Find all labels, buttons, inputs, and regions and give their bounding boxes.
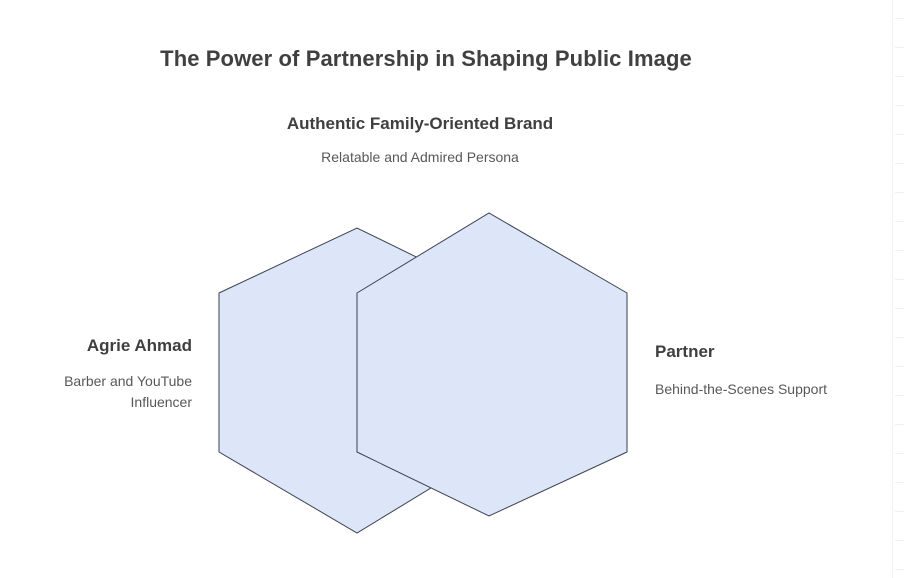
page-title: The Power of Partnership in Shaping Publ… [160, 46, 692, 71]
ruler-tick [895, 221, 904, 222]
ruler-tick [895, 192, 904, 193]
ruler-tick [895, 569, 904, 570]
ruler-tick [895, 134, 904, 135]
ruler-tick [895, 163, 904, 164]
venn-shape-right [356, 212, 628, 517]
ruler-tick [895, 424, 904, 425]
ruler-tick [895, 47, 904, 48]
venn-label-right: Partner Behind-the-Scenes Support [655, 339, 895, 400]
ruler-tick [895, 540, 904, 541]
ruler-tick [895, 76, 904, 77]
ruler-tick [895, 453, 904, 454]
ruler-tick [895, 366, 904, 367]
ruler-tick [895, 308, 904, 309]
venn-label-intersection-title: Authentic Family-Oriented Brand [286, 114, 554, 133]
venn-shape-left [218, 227, 491, 534]
ruler-tick [895, 337, 904, 338]
ruler-tick [895, 482, 904, 483]
ruler-tick [895, 105, 904, 106]
venn-label-left-subtitle: Barber and YouTube Influencer [64, 373, 192, 410]
right-edge-ruler [892, 0, 905, 578]
ruler-tick [895, 250, 904, 251]
venn-label-intersection: Authentic Family-Oriented Brand Relatabl… [275, 111, 565, 168]
ruler-tick [895, 395, 904, 396]
ruler-tick [895, 279, 904, 280]
ruler-tick [895, 18, 904, 19]
venn-label-intersection-subtitle: Relatable and Admired Persona [321, 149, 519, 165]
venn-label-right-subtitle: Behind-the-Scenes Support [655, 381, 827, 397]
venn-label-left: Agrie Ahmad Barber and YouTube Influence… [0, 333, 192, 413]
ruler-tick [895, 511, 904, 512]
venn-label-right-title: Partner [655, 342, 715, 361]
venn-label-left-title: Agrie Ahmad [86, 336, 192, 355]
